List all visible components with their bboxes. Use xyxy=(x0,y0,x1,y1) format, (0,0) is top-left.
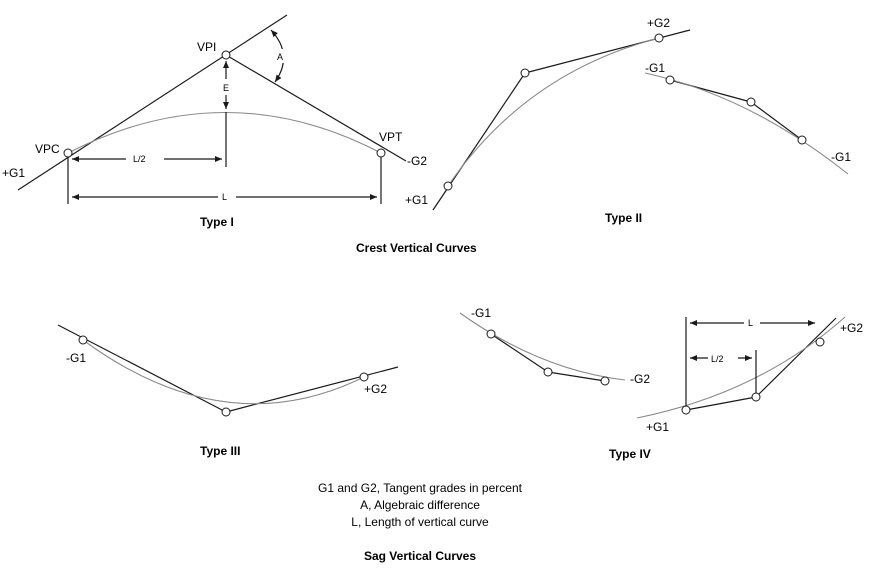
left-pi-point xyxy=(520,68,530,78)
crest-heading: Crest Vertical Curves xyxy=(356,241,477,255)
right-end-point xyxy=(797,135,807,145)
a-label: A xyxy=(277,52,283,62)
g1-label: -G1 xyxy=(66,351,86,365)
half-length-label-bg xyxy=(708,351,738,365)
legend-line-2: A, Algebraic difference xyxy=(360,498,480,512)
type-1-title: Type I xyxy=(200,215,234,229)
half-length-label: L/2 xyxy=(711,354,724,364)
left-crest-curve xyxy=(447,37,660,187)
length-label: L xyxy=(222,192,227,202)
vpi-point xyxy=(221,50,231,60)
legend-line-1: G1 and G2, Tangent grades in percent xyxy=(318,481,523,495)
left-pi-point xyxy=(543,367,553,377)
vpc-label: VPC xyxy=(35,142,60,156)
right-g1-label: +G1 xyxy=(646,420,669,434)
left-end-point xyxy=(654,33,664,43)
length-label-bg xyxy=(218,189,236,205)
right-pi-point xyxy=(746,97,756,107)
right-g2-label: +G2 xyxy=(840,321,863,335)
type-2-crest-diagram: +G1 +G2 -G1 -G1 Type II xyxy=(405,16,851,225)
tangent-g1-line xyxy=(17,14,288,191)
vpi-label: VPI xyxy=(197,40,216,54)
sag-curve xyxy=(82,339,365,405)
left-sag-curve xyxy=(459,312,626,381)
right-start-point xyxy=(665,75,675,85)
type-3-sag-diagram: -G1 +G2 Type III xyxy=(57,324,399,458)
type-1-crest-diagram: VPI VPC VPT +G1 -G2 A E L/2 L Type I xyxy=(2,14,427,229)
left-tangent-g2-line xyxy=(524,29,691,74)
a-label-bg xyxy=(273,49,285,63)
right-crest-curve xyxy=(644,72,849,175)
left-end-point xyxy=(600,376,610,386)
left-tangent-1-line xyxy=(490,333,549,373)
legend-line-3: L, Length of vertical curve xyxy=(351,515,489,529)
right-tangent-2-line xyxy=(750,101,803,141)
half-length-label-bg xyxy=(126,151,164,167)
right-tangent-g2-line xyxy=(755,317,837,398)
right-end-point xyxy=(815,337,825,347)
left-g1-label: -G1 xyxy=(471,306,491,320)
vpt-label: VPT xyxy=(379,130,403,144)
left-g1-label: +G1 xyxy=(405,193,428,207)
right-g1-start-label: -G1 xyxy=(645,61,665,75)
g2-label: -G2 xyxy=(407,154,427,168)
left-g2-label: +G2 xyxy=(647,16,670,30)
crest-curve xyxy=(67,112,382,154)
left-start-point xyxy=(443,181,453,191)
left-g2-label: -G2 xyxy=(630,372,650,386)
type-4-sag-diagram: -G1 -G2 L L/2 +G1 +G2 Type IV xyxy=(459,306,863,461)
sag-heading: Sag Vertical Curves xyxy=(364,549,476,563)
type-2-title: Type II xyxy=(605,211,642,225)
end-point xyxy=(359,372,369,382)
type-3-title: Type III xyxy=(200,444,240,458)
g1-label: +G1 xyxy=(2,166,25,180)
right-g1-end-label: -G1 xyxy=(831,150,851,164)
right-start-point xyxy=(681,405,691,415)
pi-point xyxy=(221,407,231,417)
left-start-point xyxy=(486,329,496,339)
e-label: E xyxy=(223,83,229,93)
right-pi-point xyxy=(751,392,761,402)
right-tangent-g1-line xyxy=(685,396,757,411)
vpc-point xyxy=(63,148,73,158)
length-label-bg xyxy=(744,316,760,330)
start-point xyxy=(78,335,88,345)
tangent-g2-line xyxy=(225,54,407,162)
type-4-title: Type IV xyxy=(609,447,651,461)
g2-label: +G2 xyxy=(364,382,387,396)
right-sag-curve xyxy=(636,316,846,419)
tangent-g2-line xyxy=(225,366,399,413)
length-label: L xyxy=(748,318,753,328)
vpt-point xyxy=(376,148,386,158)
left-tangent-2-line xyxy=(547,371,606,382)
half-length-label: L/2 xyxy=(133,154,146,164)
